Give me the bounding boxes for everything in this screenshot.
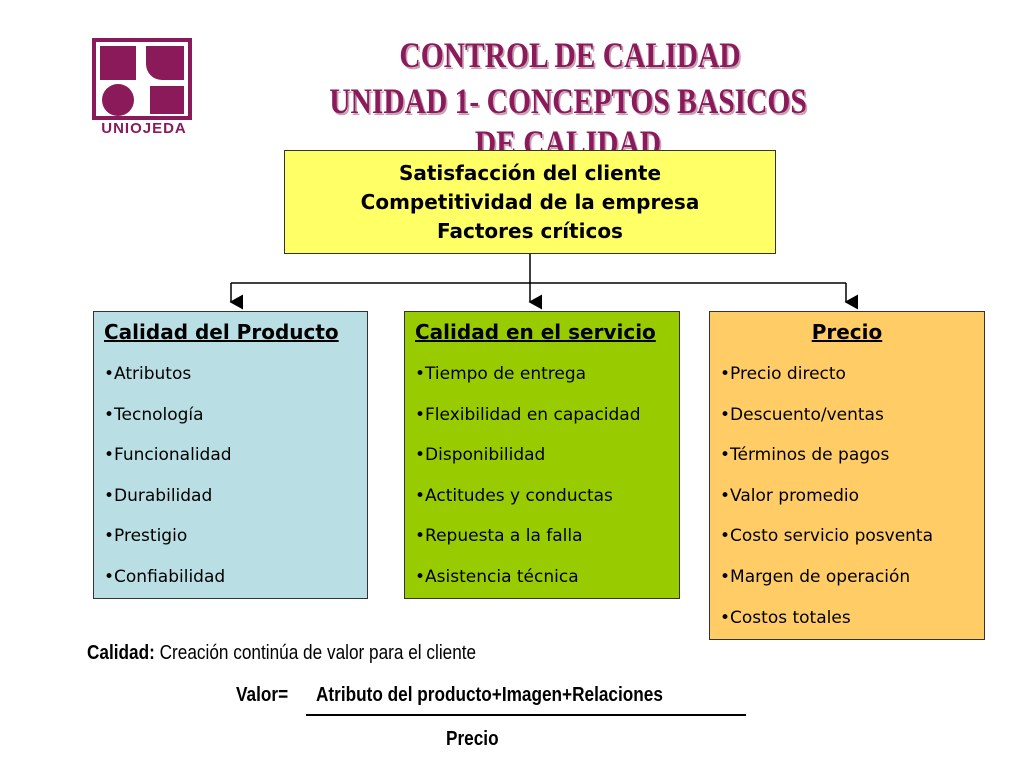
list-item: Costo servicio posventa	[720, 516, 974, 557]
list-item: Margen de operación	[720, 557, 974, 598]
top-box-line: Factores críticos	[437, 218, 623, 243]
list-item: Asistencia técnica	[415, 557, 669, 598]
column-price: Precio Precio directo Descuento/ventas T…	[709, 311, 985, 640]
formula-numerator: Atributo del producto+Imagen+Relaciones	[316, 684, 663, 706]
column-heading: Precio	[811, 320, 883, 344]
column-heading: Calidad del Producto	[104, 320, 339, 344]
list-item: Actitudes y conductas	[415, 476, 669, 517]
column-heading: Calidad en el servicio	[415, 320, 656, 344]
top-box: Satisfacción del cliente Competitividad …	[284, 150, 776, 254]
quality-definition: Calidad: Creación continúa de valor para…	[87, 642, 476, 665]
top-box-line: Competitividad de la empresa	[360, 189, 700, 214]
list-item: Precio directo	[720, 354, 974, 395]
fraction-line	[306, 714, 746, 716]
uniojeda-logo	[92, 38, 192, 120]
list-item: Disponibilidad	[415, 435, 669, 476]
list-item: Valor promedio	[720, 476, 974, 517]
page-title: CONTROL DE CALIDAD	[399, 35, 741, 75]
column-product-quality: Calidad del Producto Atributos Tecnologí…	[93, 311, 368, 599]
top-box-line: Satisfacción del cliente	[398, 160, 662, 185]
list-item: Tecnología	[104, 395, 357, 436]
column-service-quality: Calidad en el servicio Tiempo de entrega…	[404, 311, 680, 599]
formula-denominator: Precio	[446, 728, 499, 750]
list-item: Atributos	[104, 354, 357, 395]
list-item: Funcionalidad	[104, 435, 357, 476]
list-item: Repuesta a la falla	[415, 516, 669, 557]
list-item: Términos de pagos	[720, 435, 974, 476]
definition-label: Calidad:	[87, 642, 155, 664]
list-item: Durabilidad	[104, 476, 357, 517]
list-item: Flexibilidad en capacidad	[415, 395, 669, 436]
list-item: Costos totales	[720, 598, 974, 639]
logo-text: UNIOJEDA	[101, 120, 187, 137]
list-item: Confiabilidad	[104, 557, 357, 598]
valor-label: Valor=	[236, 684, 289, 706]
list-item: Descuento/ventas	[720, 395, 974, 436]
definition-text: Creación continúa de valor para el clien…	[154, 642, 477, 664]
list-item: Prestigio	[104, 516, 357, 557]
list-item: Tiempo de entrega	[415, 354, 669, 395]
